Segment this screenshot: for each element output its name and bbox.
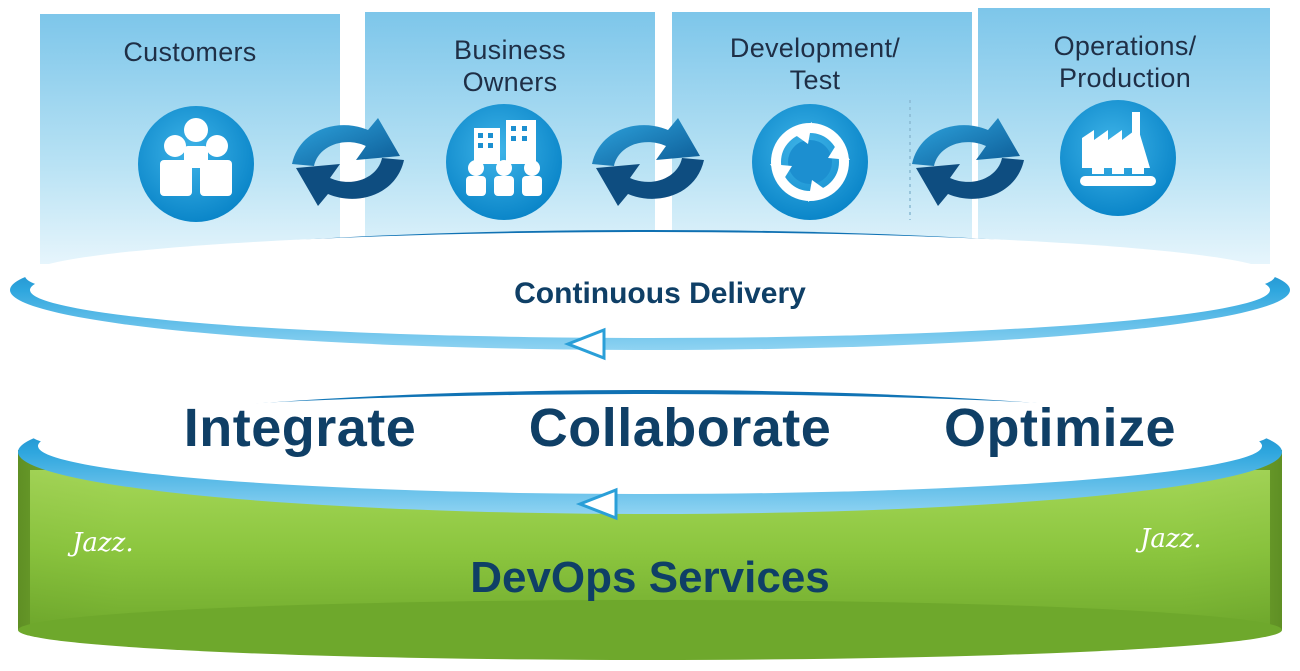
pillar-integrate: Integrate <box>183 398 417 458</box>
panel-title-line: Customers <box>123 37 257 67</box>
panel-title-line: Production <box>1058 63 1192 94</box>
devops-services-label: DevOps Services <box>470 553 830 602</box>
customers-icon <box>138 106 254 222</box>
pillar-optimize: Optimize <box>943 398 1177 458</box>
jazz-logo-left: Jazz. <box>72 528 134 558</box>
panel-title-line: Business <box>454 35 566 65</box>
panel-title-line: Operations/ <box>1053 31 1197 61</box>
devops-base <box>18 390 1282 660</box>
continuous-delivery-ring <box>10 230 1290 361</box>
base-arrowhead <box>575 487 618 521</box>
panel-title-business-owners: Business Owners <box>390 34 630 99</box>
panel-title-operations-production: Operations/ Production <box>1000 30 1250 95</box>
panel-title-development-test: Development/ Test <box>690 32 940 97</box>
continuous-delivery-label: Continuous Delivery <box>514 277 806 310</box>
panel-title-line: Test <box>789 65 841 96</box>
panel-title-line: Development/ <box>729 33 901 63</box>
pillar-collaborate: Collaborate <box>528 398 832 458</box>
sync-arrows-icon <box>292 118 404 206</box>
business-owners-icon <box>446 104 562 220</box>
ring-arrowhead <box>563 327 606 361</box>
factory-icon <box>1060 100 1176 216</box>
sync-arrows-icon <box>912 118 1024 206</box>
cycle-icon <box>752 104 868 220</box>
sync-arrows-icon <box>592 118 704 206</box>
panel-title-customers: Customers <box>70 36 310 68</box>
panel-title-line: Owners <box>462 67 558 98</box>
jazz-logo-right: Jazz. <box>1140 524 1202 554</box>
